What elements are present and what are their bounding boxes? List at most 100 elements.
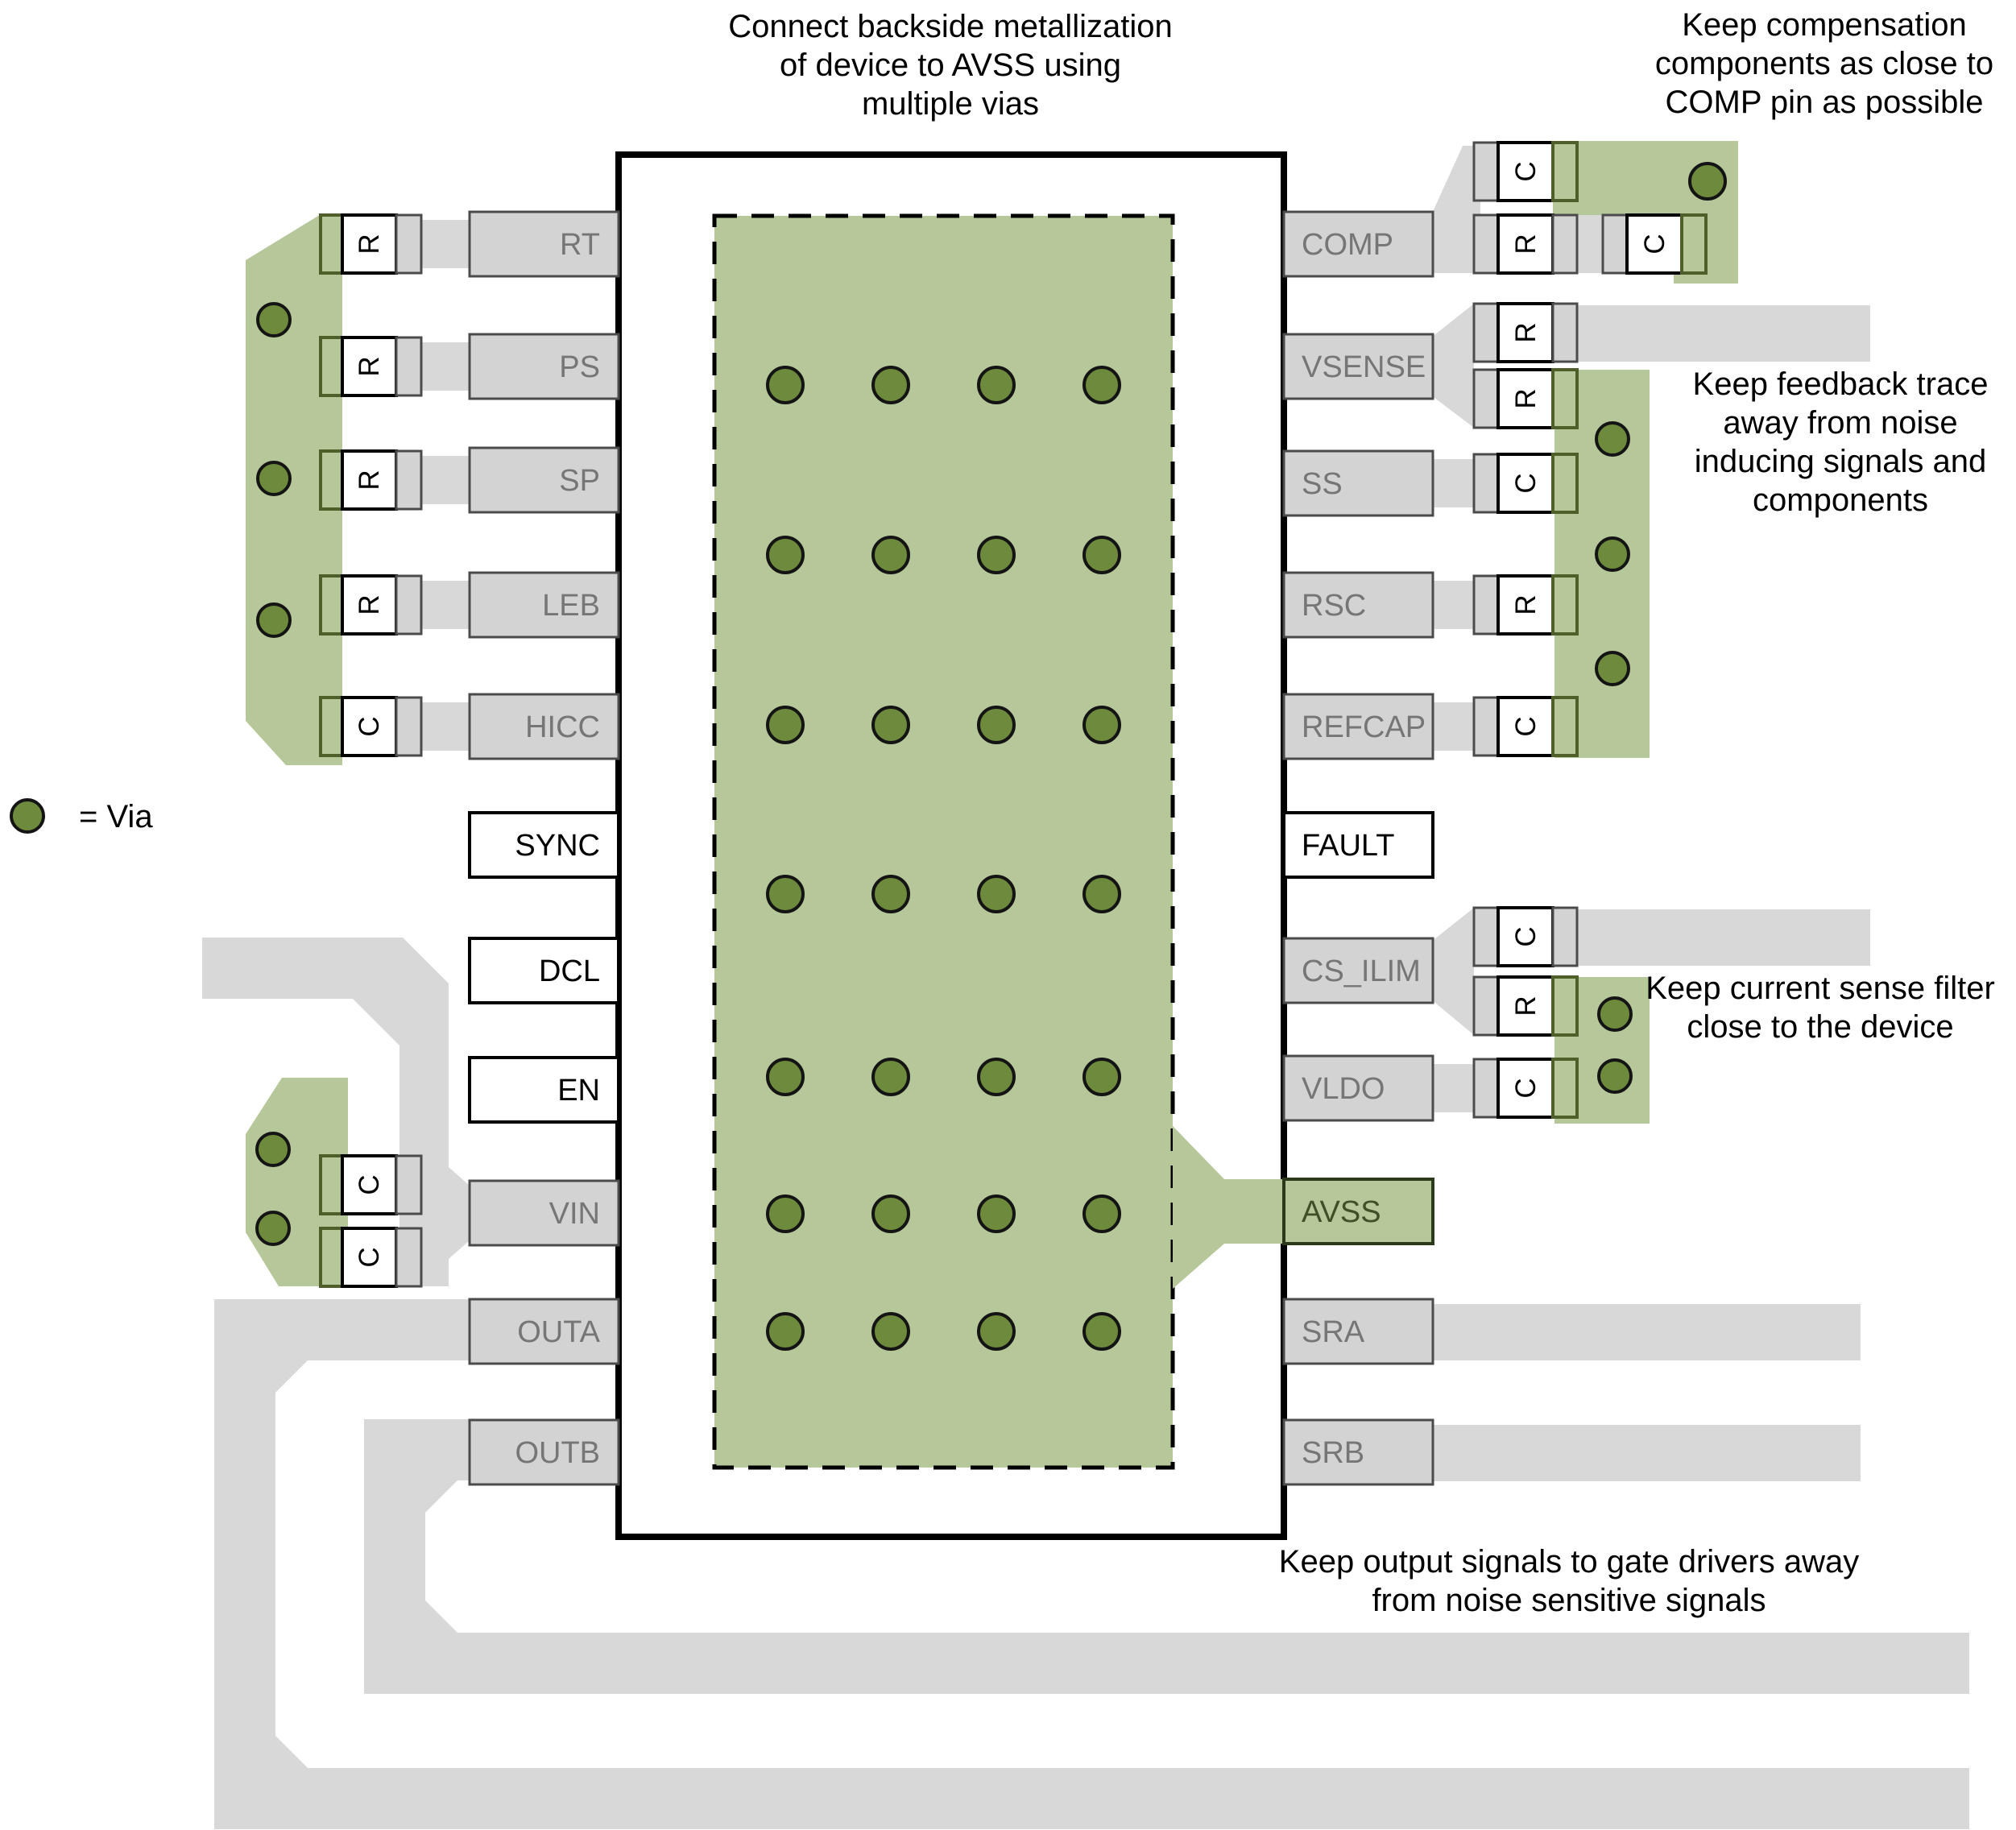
- component-body: [1496, 574, 1554, 636]
- component-letter: C: [1510, 1078, 1542, 1098]
- via-icon: [1688, 162, 1727, 201]
- pin-pad-dcl: [468, 937, 620, 1004]
- note-compensation-line: COMP pin as possible: [1666, 85, 1984, 120]
- component-letter: R: [1510, 322, 1542, 342]
- pin-pad-outb: [468, 1418, 620, 1486]
- via-icon: [255, 1132, 291, 1167]
- via-icon: [1083, 706, 1121, 744]
- pin-label-leb: LEB: [542, 589, 600, 623]
- pin-label-rt: RT: [560, 228, 600, 262]
- trace-srb: [1433, 1425, 1861, 1481]
- trace-leb: [421, 581, 471, 629]
- thermal-via-grid: [766, 366, 1121, 1351]
- component-letter: C: [354, 1174, 385, 1194]
- component-terminal: [1551, 975, 1579, 1037]
- component-comp-c1: C: [1472, 141, 1579, 202]
- component-terminal: [395, 213, 423, 275]
- component-vldo-c: C: [1472, 1058, 1579, 1119]
- component-letter: C: [1510, 161, 1542, 181]
- component-terminal: [395, 1154, 423, 1215]
- note-current-sense-line: close to the device: [1687, 1009, 1953, 1045]
- component-body: [341, 696, 398, 757]
- via-icon: [977, 1194, 1016, 1233]
- trace-feedback: [1573, 305, 1870, 362]
- via-icon: [766, 536, 805, 574]
- pin-pad-rsc: [1282, 571, 1434, 639]
- note-feedback-line: away from noise: [1723, 405, 1957, 441]
- component-letter: C: [354, 1247, 385, 1267]
- note-current-sense-line: Keep current sense filter: [1646, 971, 1995, 1006]
- pin-pad-ss: [1282, 449, 1434, 517]
- pin-label-avss: AVSS: [1302, 1195, 1381, 1229]
- component-vin-c1: C: [319, 1154, 423, 1215]
- component-vsense-r1: R: [1472, 302, 1579, 363]
- component-terminal: [395, 449, 423, 511]
- component-letter: C: [1639, 234, 1670, 254]
- pin-pads: RT PS SP LEB HICC SYNC DCL EN VIN OUTA O…: [468, 210, 1434, 1486]
- component-letter: R: [354, 356, 385, 376]
- component-terminal: [1551, 453, 1579, 514]
- via-legend-label: = Via: [79, 799, 153, 834]
- trace-ss: [1431, 459, 1476, 507]
- pin-pad-fault: [1282, 811, 1434, 879]
- component-letter: C: [1510, 926, 1542, 946]
- component-body: [341, 336, 398, 397]
- component-terminal: [395, 1227, 423, 1288]
- pin-label-outb: OUTB: [515, 1436, 600, 1470]
- component-body: [1496, 696, 1554, 757]
- via-icon: [977, 536, 1016, 574]
- component-comp-c2: C: [1601, 213, 1708, 275]
- via-icon: [871, 1194, 910, 1233]
- trace-ps: [421, 342, 471, 391]
- via-icon: [255, 1211, 291, 1246]
- pin-pad-srb: [1282, 1418, 1434, 1486]
- pin-label-outa: OUTA: [517, 1315, 600, 1349]
- component-letter: R: [354, 234, 385, 254]
- note-backside-line: multiple vias: [862, 86, 1039, 122]
- via-icon: [256, 302, 292, 337]
- via-icon: [1083, 536, 1121, 574]
- via-icon: [977, 706, 1016, 744]
- component-letter: C: [1510, 716, 1542, 736]
- note-feedback-line: inducing signals and: [1695, 444, 1986, 479]
- note-compensation-line: Keep compensation: [1682, 7, 1967, 43]
- component-terminal: [1472, 213, 1500, 275]
- component-leb-r: R: [319, 574, 423, 636]
- pin-pad-hicc: [468, 693, 620, 760]
- trace-outa: [214, 1299, 1969, 1829]
- pin-label-refcap: REFCAP: [1302, 710, 1426, 744]
- component-terminal: [1551, 906, 1579, 967]
- component-terminal: [1472, 906, 1500, 967]
- component-letter: R: [354, 594, 385, 615]
- pin-pad-ps: [468, 333, 620, 400]
- via-icon: [1595, 536, 1630, 572]
- via-icon: [977, 875, 1016, 913]
- component-ps-r: R: [319, 336, 423, 397]
- component-terminal: [319, 449, 344, 511]
- component-terminal: [1551, 696, 1579, 757]
- component-vin-c2: C: [319, 1227, 423, 1288]
- component-terminal: [319, 574, 344, 636]
- pin-label-sp: SP: [559, 464, 600, 498]
- component-rt-r: R: [319, 213, 423, 275]
- via-icon: [256, 461, 292, 496]
- component-refcap-c: C: [1472, 696, 1579, 757]
- note-feedback-line: components: [1753, 482, 1928, 518]
- via-icon: [766, 366, 805, 404]
- pin-pad-sra: [1282, 1298, 1434, 1365]
- trace-rsc: [1431, 581, 1476, 629]
- component-terminal: [1601, 213, 1629, 275]
- component-terminal: [319, 213, 344, 275]
- trace-sra: [1433, 1304, 1861, 1360]
- note-output-line: from noise sensitive signals: [1372, 1583, 1766, 1618]
- via-icon: [1595, 421, 1630, 457]
- pin-label-en: EN: [557, 1074, 600, 1108]
- pin-label-dcl: DCL: [539, 954, 600, 988]
- pin-pad-csilim: [1282, 937, 1434, 1004]
- via-icon: [1597, 996, 1633, 1032]
- pin-pad-refcap: [1282, 693, 1434, 760]
- component-letter: C: [354, 716, 385, 736]
- trace-vsense-flare: [1431, 304, 1474, 428]
